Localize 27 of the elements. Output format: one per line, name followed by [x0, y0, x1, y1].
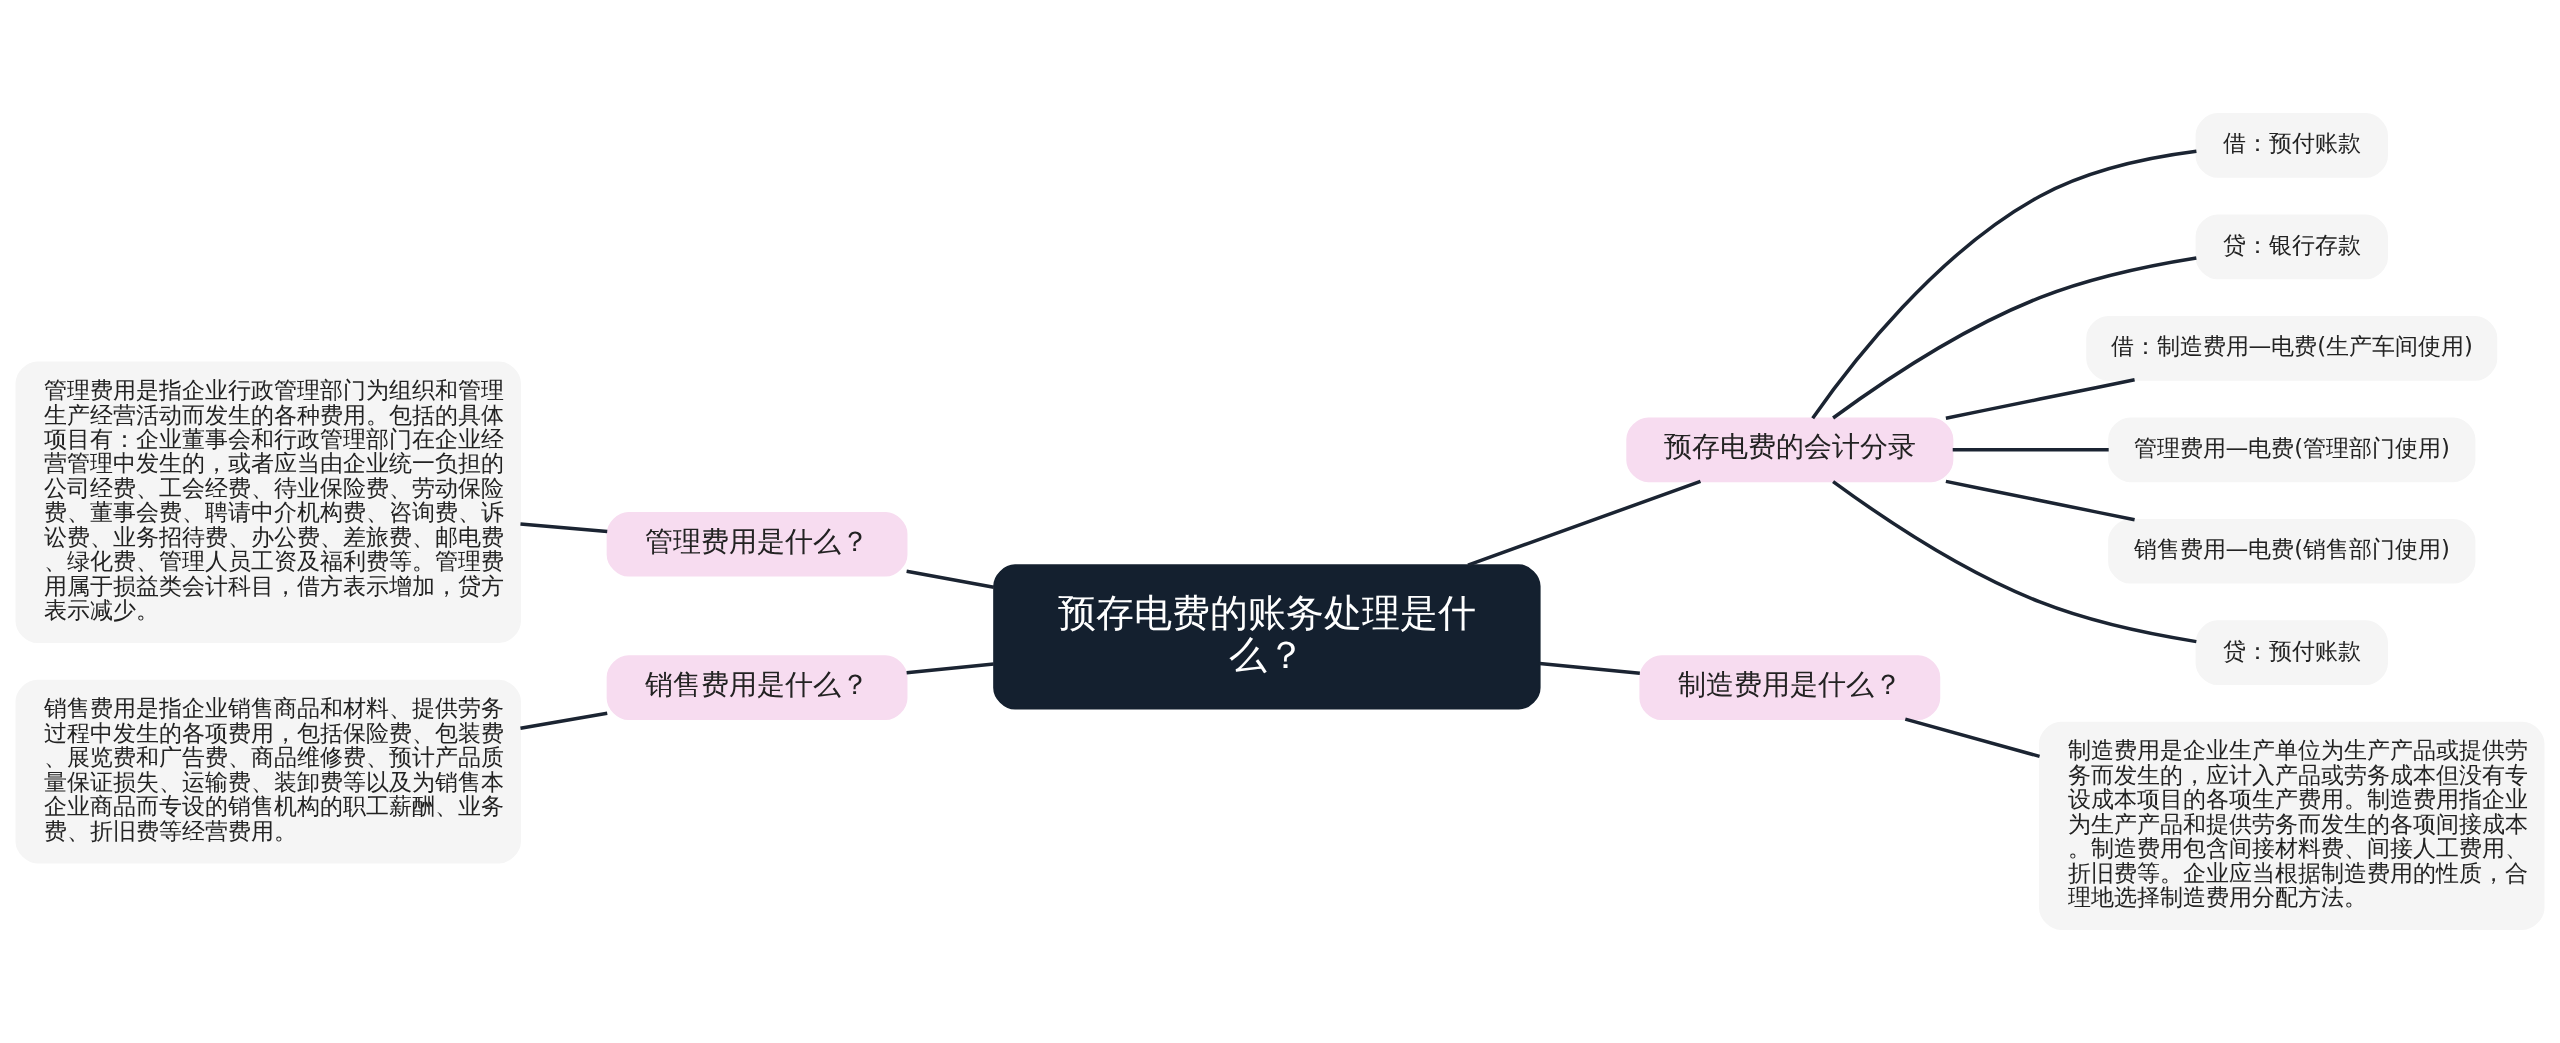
node-box: 管理费用是什么？: [606, 511, 908, 577]
node-box: 预存电费的账务处理是什么？: [993, 564, 1541, 710]
connector: [520, 711, 608, 730]
node-box: 销售费用—电费(销售部门使用): [2108, 518, 2476, 584]
connector: [1467, 479, 1702, 567]
node-box: 预存电费的会计分录: [1626, 417, 1954, 483]
node-box: 管理费用—电费(管理部门使用): [2108, 417, 2476, 483]
node-box: 贷：预付账款: [2195, 620, 2388, 686]
node-box: 贷：银行存款: [2195, 214, 2388, 280]
connector: [1539, 661, 1641, 675]
connector: [906, 569, 995, 589]
connector: [1904, 717, 2041, 759]
node-box: 制造费用是企业生产单位为生产产品或提供劳务而发生的，应计入产品或劳务成本但没有专设成本项目的各项生产费用。制造费用指企业为生产产品和提供劳务而发生的各项间接成本。制造费用包含间接材料费、间接人工费用、折旧费等。企业应当根据制造费用的性质，合理地选择制造费用分配方法。: [2039, 721, 2545, 930]
node-box: 销售费用是指企业销售商品和材料、提供劳务过程中发生的各项费用，包括保险费、包装费、展览费和广告费、商品维修费、预计产品质量保证损失、运输费、装卸费等以及为销售本企业商品而专设的销售机构的职工薪酬、业务费、折旧费等经营费用。: [15, 679, 521, 864]
connector: [1811, 149, 2197, 420]
connector: [1945, 378, 2135, 420]
node-box: 借：预付账款: [2195, 113, 2388, 178]
node-box: 借：制造费用—电费(生产车间使用): [2086, 316, 2498, 381]
connector: [906, 662, 994, 675]
connector: [1945, 479, 2135, 522]
node-box: 制造费用是什么？: [1639, 655, 1941, 720]
node-box: 销售费用是什么？: [606, 655, 908, 720]
connector: [1952, 448, 2109, 452]
connector: [1832, 480, 2197, 644]
connector: [1832, 256, 2197, 420]
node-box: 管理费用是指企业行政管理部门为组织和管理生产经营活动而发生的各种费用。包括的具体项目有：企业董事会和行政管理部门在企业经营管理中发生的，或者应当由企业统一负担的公司经费、工会经费、待业保险费、劳动保险费、董事会费、聘请中介机构费、咨询费、诉讼费、业务招待费、办公费、差旅费、邮电费、绿化费、管理人员工资及福利费等。管理费用属于损益类会计科目，借方表示增加，贷方表示减少。: [15, 361, 521, 644]
connector: [520, 522, 608, 534]
